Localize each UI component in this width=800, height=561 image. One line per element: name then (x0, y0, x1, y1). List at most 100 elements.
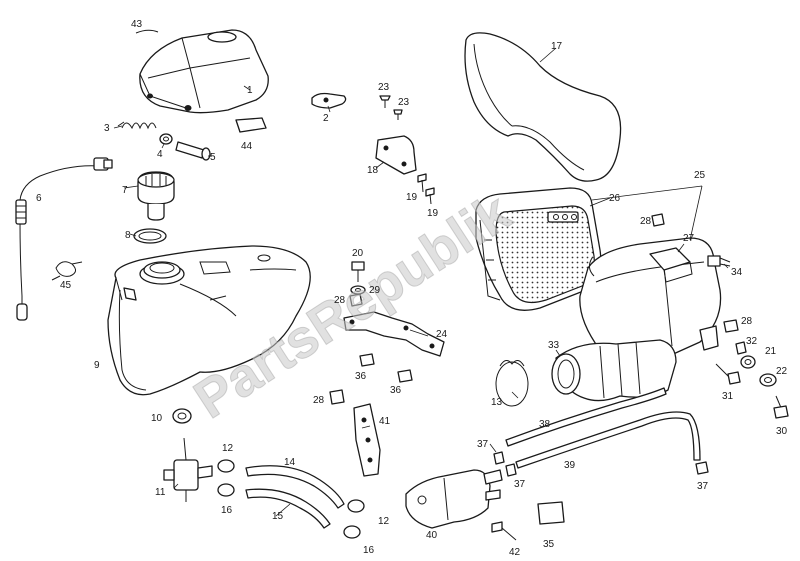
part-45-clip (51, 261, 83, 281)
part-17-seat (464, 32, 622, 182)
callout-18: 18 (367, 165, 379, 176)
callout-35: 35 (543, 539, 555, 550)
callout-28: 28 (640, 216, 652, 227)
part-8-oring (133, 228, 167, 244)
callout-17: 17 (551, 41, 563, 52)
callout-16-b: 16 (363, 545, 375, 556)
part-5-pin (175, 141, 211, 161)
part-11-fuel-tap (163, 437, 213, 502)
part-1-tank-cover (139, 29, 269, 114)
callout-32: 32 (746, 336, 758, 347)
callout-37: 37 (477, 439, 489, 450)
part-20-bolt (351, 261, 365, 282)
part-21-grommet (740, 355, 756, 369)
part-19-screws (417, 173, 435, 205)
part-36-nuts (359, 353, 413, 383)
part-33-intake-duct (551, 339, 677, 402)
callout-19: 19 (406, 192, 418, 203)
part-42-screw (491, 521, 517, 541)
callout-42: 42 (509, 547, 521, 558)
callout-30: 30 (776, 426, 788, 437)
part-15-hose (245, 488, 331, 529)
callout-34: 34 (731, 267, 743, 278)
part-40-valve (405, 469, 503, 529)
part-38-hose (505, 387, 667, 447)
callout-8: 8 (125, 230, 131, 241)
callout-21: 21 (765, 346, 777, 357)
callout-38: 38 (539, 419, 551, 430)
part-22-grommet (759, 373, 777, 387)
callout-14: 14 (284, 457, 296, 468)
callout-28-d: 28 (313, 395, 325, 406)
part-9-fuel-tank (107, 245, 311, 396)
part-39-hose (515, 411, 701, 469)
callout-37-c: 37 (697, 481, 709, 492)
part-29-washer (350, 285, 366, 295)
callout-45: 45 (60, 280, 72, 291)
callout-15: 15 (272, 511, 284, 522)
part-4-bushing (159, 133, 173, 145)
callout-29: 29 (369, 285, 381, 296)
part-10-clamp (172, 408, 192, 424)
callout-2: 2 (323, 113, 329, 124)
callout-19-b: 19 (427, 208, 439, 219)
callout-12: 12 (222, 443, 234, 454)
callout-44: 44 (241, 141, 253, 152)
callout-4: 4 (157, 149, 163, 160)
part-16-clamps (217, 483, 361, 539)
part-41-plate (353, 403, 381, 477)
part-34-screw (707, 255, 731, 267)
callout-40: 40 (426, 530, 438, 541)
part-24-bracket (343, 311, 445, 357)
callout-labels: 43 1 3 4 5 44 2 23 23 17 6 7 8 45 18 19 … (36, 19, 788, 558)
callout-12-b: 12 (378, 516, 390, 527)
callout-39: 39 (564, 460, 576, 471)
part-3-spring (117, 121, 157, 130)
callout-28-b: 28 (334, 295, 346, 306)
part-30-screw (773, 395, 789, 419)
callout-31: 31 (722, 391, 734, 402)
part-2-latch (311, 92, 347, 109)
callout-33: 33 (548, 340, 560, 351)
callout-36-b: 36 (390, 385, 402, 396)
callout-10: 10 (151, 413, 163, 424)
callout-5: 5 (210, 152, 216, 163)
callout-41: 41 (379, 416, 391, 427)
part-37-clips (493, 451, 709, 477)
callout-25: 25 (694, 170, 706, 181)
part-35-pad (537, 501, 565, 525)
callout-23-b: 23 (398, 97, 410, 108)
callout-20: 20 (352, 248, 364, 259)
part-44-pad (235, 117, 267, 133)
part-12-clamps (217, 459, 365, 513)
leader-lines (113, 47, 729, 517)
part-31-screw (715, 363, 741, 385)
callout-16: 16 (221, 505, 233, 516)
part-14-hose (245, 465, 345, 509)
callout-36: 36 (355, 371, 367, 382)
callout-37-b: 37 (514, 479, 526, 490)
callout-11: 11 (155, 487, 166, 498)
callout-23: 23 (378, 82, 390, 93)
part-32-nut (735, 341, 747, 355)
callout-28-c: 28 (741, 316, 753, 327)
callout-27: 27 (683, 233, 695, 244)
callout-43: 43 (131, 19, 143, 30)
callout-13: 13 (491, 397, 503, 408)
callout-6: 6 (36, 193, 42, 204)
part-13-ring-clip (495, 360, 529, 407)
callout-9: 9 (94, 360, 100, 371)
part-43-wire (135, 29, 159, 34)
part-23-screws (379, 95, 403, 120)
part-28-clips (329, 213, 739, 405)
callout-3: 3 (104, 123, 110, 134)
callout-1: 1 (247, 85, 253, 96)
part-6-sensor-cable (15, 157, 113, 321)
callout-7: 7 (122, 185, 128, 196)
part-18-bracket (375, 135, 417, 175)
callout-24: 24 (436, 329, 448, 340)
callout-26: 26 (609, 193, 621, 204)
callout-22: 22 (776, 366, 788, 377)
